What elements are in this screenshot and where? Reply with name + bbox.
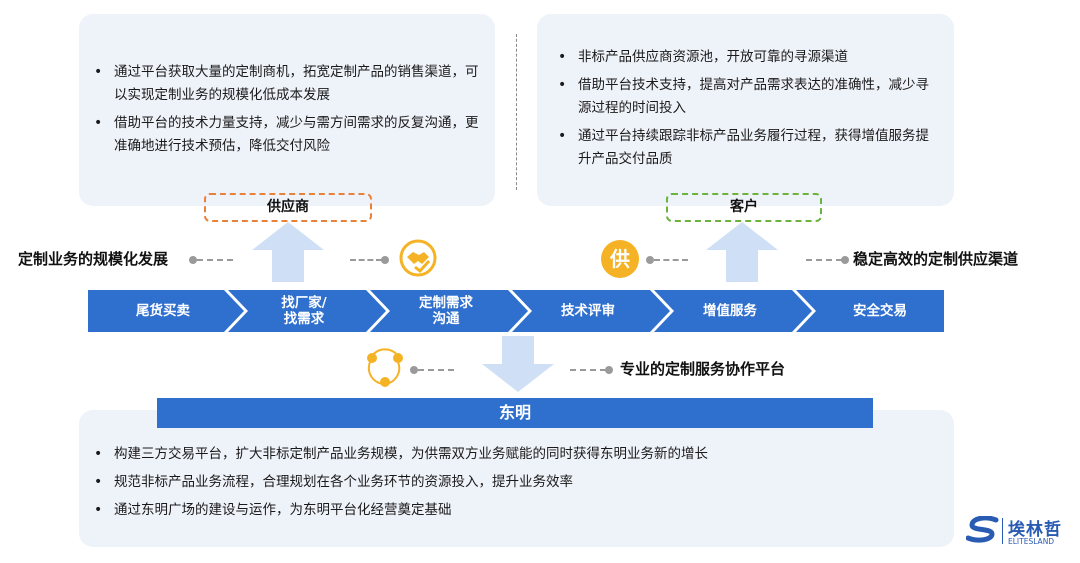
- process-chevron: [654, 290, 812, 332]
- connector-dash: [806, 259, 842, 261]
- left-side-label: 定制业务的规模化发展: [18, 250, 169, 268]
- elitesland-logo: 埃林哲 ELITESLAND: [966, 512, 1070, 552]
- vertical-divider: [516, 34, 517, 190]
- process-step-label: 安全交易: [853, 303, 907, 319]
- connector-dot: [189, 256, 197, 264]
- platform-label: 专业的定制服务协作平台: [620, 360, 786, 378]
- process-chevron: [796, 290, 944, 332]
- supply-icon: 供: [601, 240, 639, 278]
- process-chevron: [370, 290, 528, 332]
- handshake-icon: [398, 238, 438, 278]
- supplier-bullet: 借助平台的技术力量支持，减少与需方间需求的反复沟通，更准确地进行技术预估，降低交…: [88, 112, 488, 158]
- supplier-panel: [79, 14, 495, 206]
- connector-dash: [654, 259, 688, 261]
- supplier-bullets: 通过平台获取大量的定制商机，拓宽定制产品的销售渠道，可以实现定制业务的规模化低成…: [88, 61, 488, 163]
- supplier-bullet: 通过平台获取大量的定制商机，拓宽定制产品的销售渠道，可以实现定制业务的规模化低成…: [88, 61, 488, 107]
- connector-dash: [570, 369, 606, 371]
- process-step-label: 找厂家/ 找需求: [281, 295, 327, 327]
- supplier-label: 供应商: [204, 193, 372, 222]
- connector-dot: [410, 366, 418, 374]
- connector-dot: [605, 366, 613, 374]
- customer-bullet: 借助平台技术支持，提高对产品需求表达的准确性，减少寻源过程的时间投入: [552, 74, 942, 120]
- process-step-label: 定制需求 沟通: [419, 295, 473, 327]
- dongming-bullet: 构建三方交易平台，扩大非标定制产品业务规模，为供需双方业务赋能的同时获得东明业务…: [88, 443, 848, 466]
- down-arrow-icon: [482, 336, 554, 392]
- process-chevron: [88, 290, 244, 332]
- process-chevron: [512, 290, 670, 332]
- logo-cn-text: 埃林哲: [1008, 520, 1062, 540]
- connector-dash: [418, 369, 454, 371]
- customer-bullet: 通过平台持续跟踪非标产品业务履行过程，获得增值服务提升产品交付品质: [552, 125, 942, 171]
- dongming-bullet: 规范非标产品业务流程，合理规划在各个业务环节的资源投入，提升业务效率: [88, 471, 848, 494]
- process-bar: [88, 290, 944, 332]
- customer-bullet: 非标产品供应商资源池，开放可靠的寻源渠道: [552, 46, 942, 69]
- dongming-bullet: 通过东明广场的建设与运作，为东明平台化经营奠定基础: [88, 499, 848, 522]
- process-step-label: 增值服务: [703, 303, 757, 319]
- process-step-label: 尾货买卖: [136, 303, 190, 319]
- connector-dash: [197, 259, 233, 261]
- connector-dash: [350, 259, 382, 261]
- logo-en-text: ELITESLAND: [1008, 537, 1055, 546]
- right-side-label: 稳定高效的定制供应渠道: [853, 250, 1019, 268]
- logo-mark-icon: [966, 516, 999, 543]
- process-step-label: 技术评审: [561, 303, 615, 319]
- up-arrow-customer-icon: [706, 222, 778, 282]
- connector-dot: [841, 256, 849, 264]
- customer-label: 客户: [666, 193, 822, 222]
- dongming-title-bar: 东明: [157, 398, 873, 428]
- up-arrow-supplier-icon: [252, 222, 324, 282]
- dongming-bullets: 构建三方交易平台，扩大非标定制产品业务规模，为供需双方业务赋能的同时获得东明业务…: [88, 443, 848, 527]
- network-icon: [364, 348, 406, 388]
- supply-icon-char: 供: [610, 247, 630, 271]
- connector-dot: [646, 256, 654, 264]
- customer-bullets: 非标产品供应商资源池，开放可靠的寻源渠道 借助平台技术支持，提高对产品需求表达的…: [552, 46, 942, 176]
- process-chevron: [228, 290, 386, 332]
- connector-dot: [381, 256, 389, 264]
- logo-divider: [1002, 518, 1003, 544]
